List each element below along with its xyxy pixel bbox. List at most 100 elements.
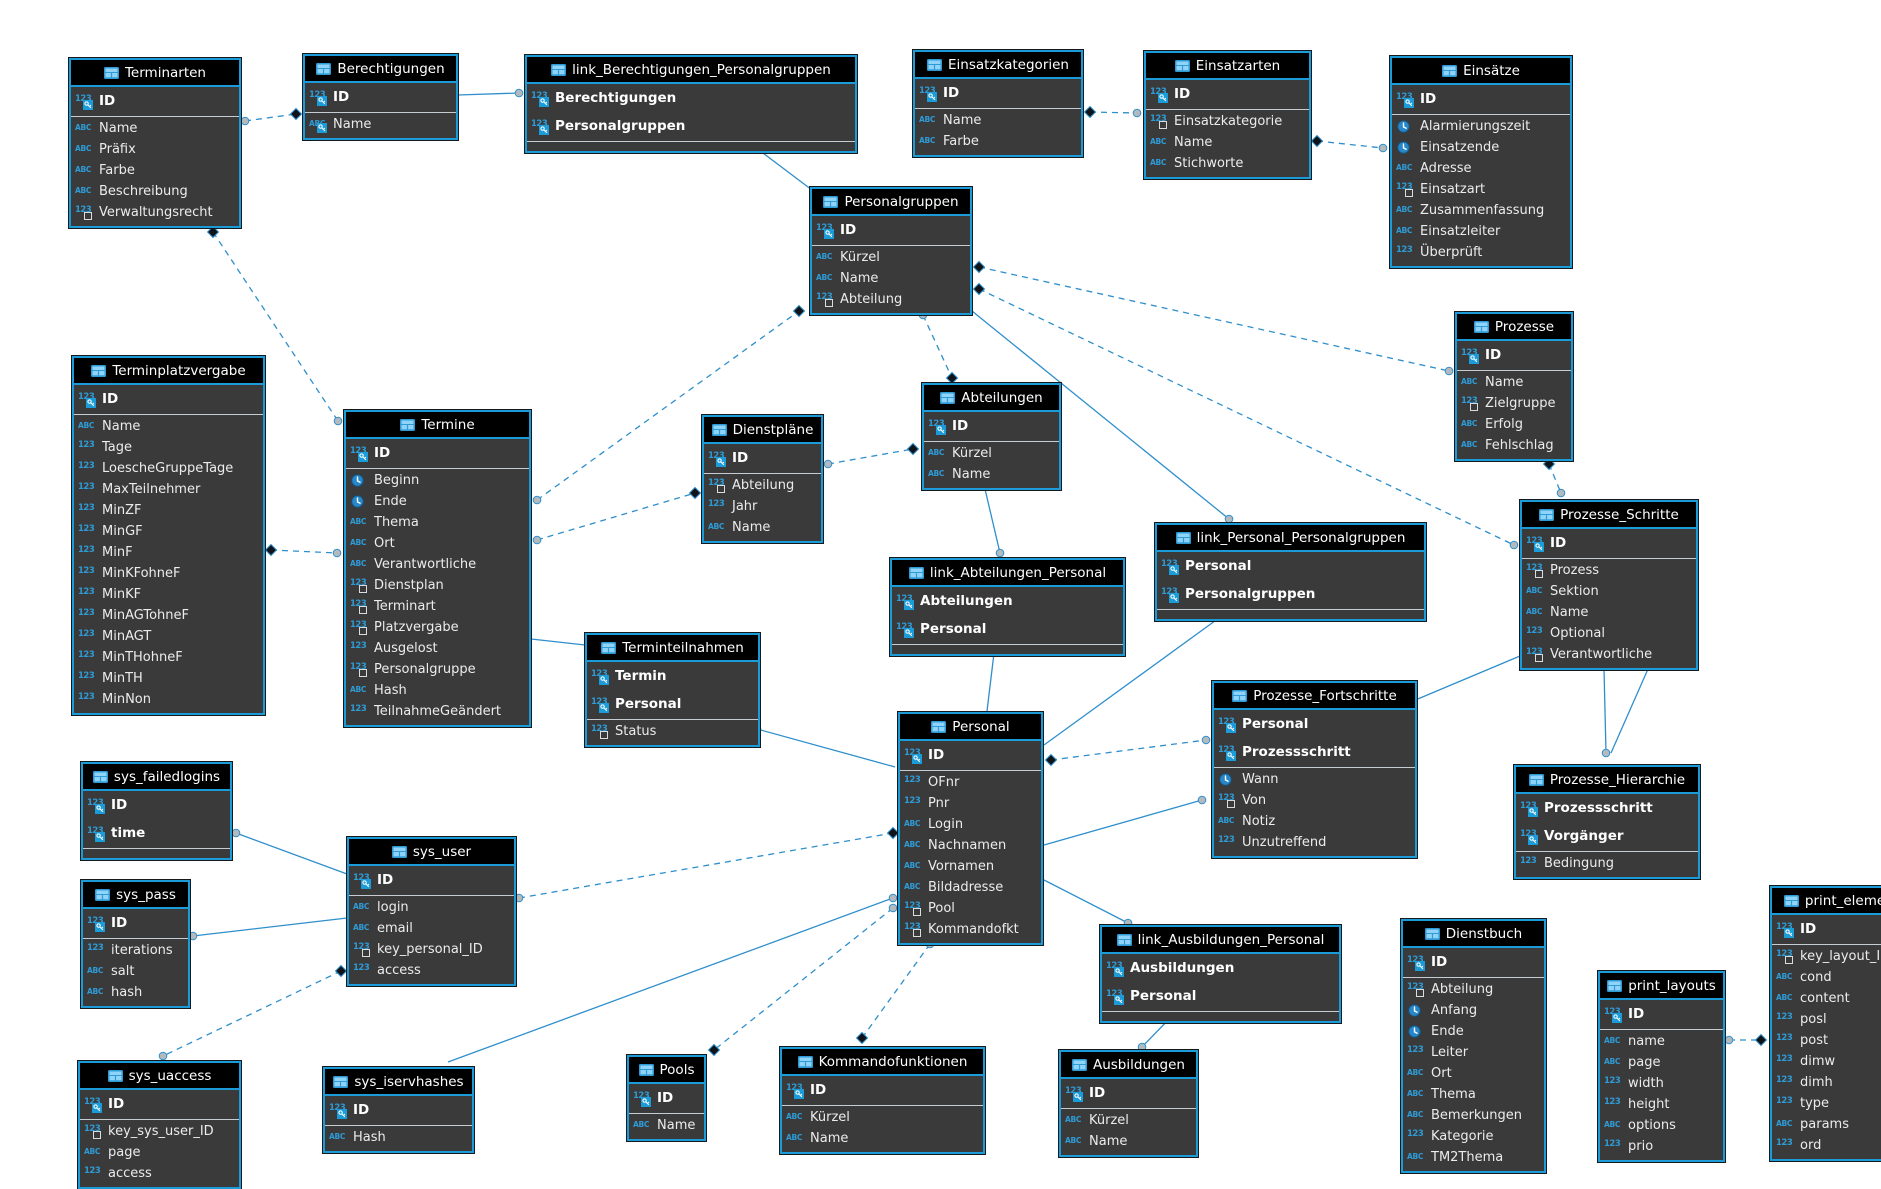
table-header[interactable]: Einsätze bbox=[1392, 58, 1570, 85]
relationship-line[interactable] bbox=[827, 448, 914, 465]
table-header[interactable]: Einsatzarten bbox=[1146, 53, 1309, 80]
relationship-line[interactable] bbox=[536, 310, 800, 501]
relationship-line[interactable] bbox=[1089, 111, 1138, 114]
table-header[interactable]: sys_user bbox=[349, 839, 514, 866]
table-header[interactable]: Dienstbuch bbox=[1403, 921, 1544, 948]
table-header[interactable]: Terminplatzvergabe bbox=[74, 358, 263, 385]
table-header[interactable]: Terminteilnahmen bbox=[587, 635, 758, 662]
table-Berechtigungen[interactable]: Berechtigungen123IDABCName bbox=[303, 54, 458, 140]
relationship-line[interactable] bbox=[1610, 668, 1649, 754]
table-header[interactable]: Prozesse bbox=[1457, 314, 1571, 341]
table-column[interactable]: Anfang bbox=[1403, 1000, 1544, 1021]
table-header[interactable]: Pools bbox=[629, 1057, 704, 1084]
relationship-line[interactable] bbox=[192, 917, 348, 937]
table-column[interactable]: Ende bbox=[1403, 1021, 1544, 1042]
relationship-line[interactable] bbox=[530, 638, 586, 646]
table-header[interactable]: print_elements bbox=[1772, 888, 1881, 915]
relationship-line[interactable] bbox=[756, 728, 896, 768]
relationship-line[interactable] bbox=[270, 549, 338, 554]
relationship-line[interactable] bbox=[235, 832, 348, 875]
table-header[interactable]: Berechtigungen bbox=[305, 56, 456, 83]
relationship-line[interactable] bbox=[536, 492, 696, 541]
table-header[interactable]: Terminarten bbox=[71, 60, 239, 87]
table-column[interactable]: Einsatzende bbox=[1392, 137, 1570, 158]
